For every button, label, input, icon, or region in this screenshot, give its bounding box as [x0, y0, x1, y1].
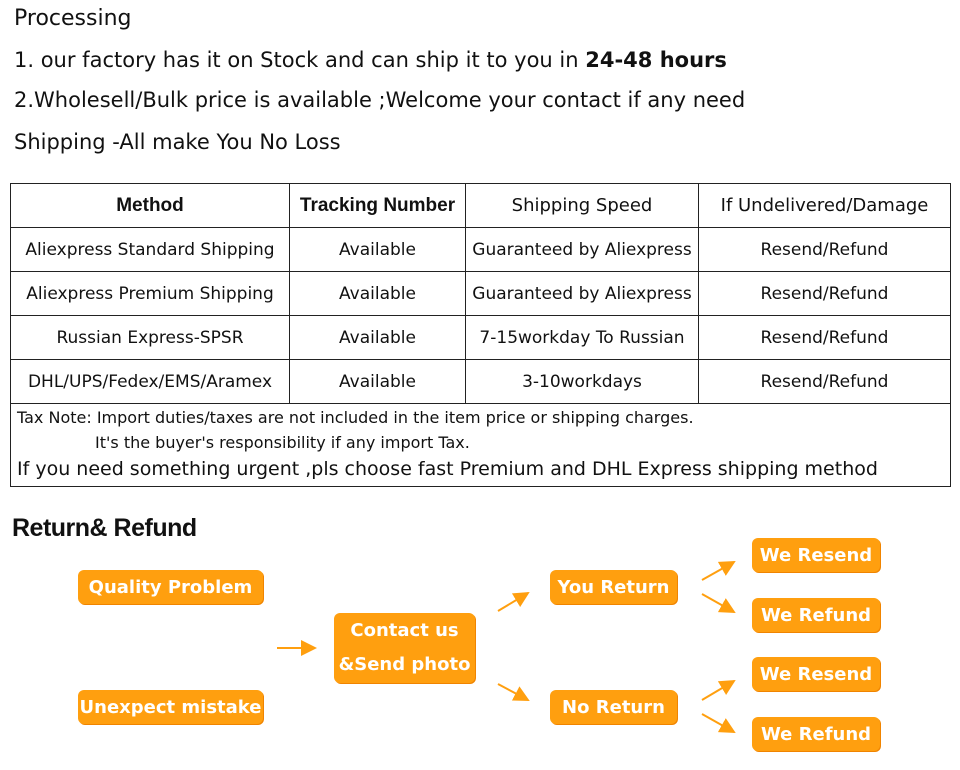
- cell-undelivered: Resend/Refund: [698, 359, 951, 404]
- processing-title: Processing: [14, 6, 132, 31]
- contact-line-2: &Send photo: [338, 654, 471, 675]
- tax-note-responsibility: It's the buyer's responsibility if any i…: [95, 433, 470, 452]
- table-row: Aliexpress Premium Shipping Available Gu…: [10, 271, 951, 316]
- table-note-row: Tax Note: Import duties/taxes are not in…: [10, 403, 951, 487]
- cell-speed: Guaranteed by Aliexpress: [465, 271, 699, 316]
- table-row: Russian Express-SPSR Available 7-15workd…: [10, 315, 951, 360]
- arrow-to-resend-2: [701, 679, 736, 701]
- table-header-row: Method Tracking Number Shipping Speed If…: [10, 183, 951, 228]
- cell-undelivered: Resend/Refund: [698, 315, 951, 360]
- cell-method: Aliexpress Premium Shipping: [10, 271, 290, 316]
- cell-undelivered: Resend/Refund: [698, 271, 951, 316]
- contact-us-box: Contact us &Send photo: [334, 613, 475, 683]
- quality-problem-box: Quality Problem: [78, 570, 263, 604]
- you-return-box: You Return: [550, 570, 677, 604]
- processing-line-1: 1. our factory has it on Stock and can s…: [14, 48, 727, 72]
- cell-speed: 7-15workday To Russian: [465, 315, 699, 360]
- processing-line-2: 2.Wholesell/Bulk price is available ;Wel…: [14, 88, 746, 112]
- cell-tracking: Available: [289, 315, 466, 360]
- no-return-box: No Return: [550, 690, 677, 724]
- cell-undelivered: Resend/Refund: [698, 227, 951, 272]
- shipping-table: Method Tracking Number Shipping Speed If…: [10, 183, 951, 487]
- unexpect-mistake-box: Unexpect mistake: [78, 690, 263, 724]
- contact-line-1: Contact us: [350, 620, 459, 641]
- return-refund-title: Return& Refund: [12, 514, 197, 542]
- header-undelivered: If Undelivered/Damage: [698, 183, 951, 228]
- arrow-to-no-return: [497, 683, 530, 701]
- arrow-to-you-return: [497, 591, 530, 612]
- arrow-to-resend-1: [701, 561, 736, 581]
- we-resend-box-2: We Resend: [752, 657, 880, 691]
- we-resend-box-1: We Resend: [752, 538, 880, 572]
- cell-tracking: Available: [289, 359, 466, 404]
- table-row: DHL/UPS/Fedex/EMS/Aramex Available 3-10w…: [10, 359, 951, 404]
- shipping-title: Shipping -All make You No Loss: [14, 130, 341, 154]
- cell-speed: Guaranteed by Aliexpress: [465, 227, 699, 272]
- line-1-text: 1. our factory has it on Stock and can s…: [14, 48, 586, 72]
- arrow-to-refund-1: [701, 593, 736, 613]
- we-refund-box-1: We Refund: [752, 598, 880, 632]
- urgent-note: If you need something urgent ,pls choose…: [17, 458, 878, 480]
- note-cell: Tax Note: Import duties/taxes are not in…: [10, 403, 951, 487]
- cell-method: Russian Express-SPSR: [10, 315, 290, 360]
- arrow-to-refund-2: [701, 713, 736, 733]
- cell-tracking: Available: [289, 271, 466, 316]
- we-refund-box-2: We Refund: [752, 717, 880, 751]
- header-method: Method: [10, 183, 290, 228]
- header-speed: Shipping Speed: [465, 183, 699, 228]
- table-row: Aliexpress Standard Shipping Available G…: [10, 227, 951, 272]
- line-1-bold: 24-48 hours: [585, 48, 727, 72]
- cell-method: Aliexpress Standard Shipping: [10, 227, 290, 272]
- tax-note: Tax Note: Import duties/taxes are not in…: [17, 408, 694, 427]
